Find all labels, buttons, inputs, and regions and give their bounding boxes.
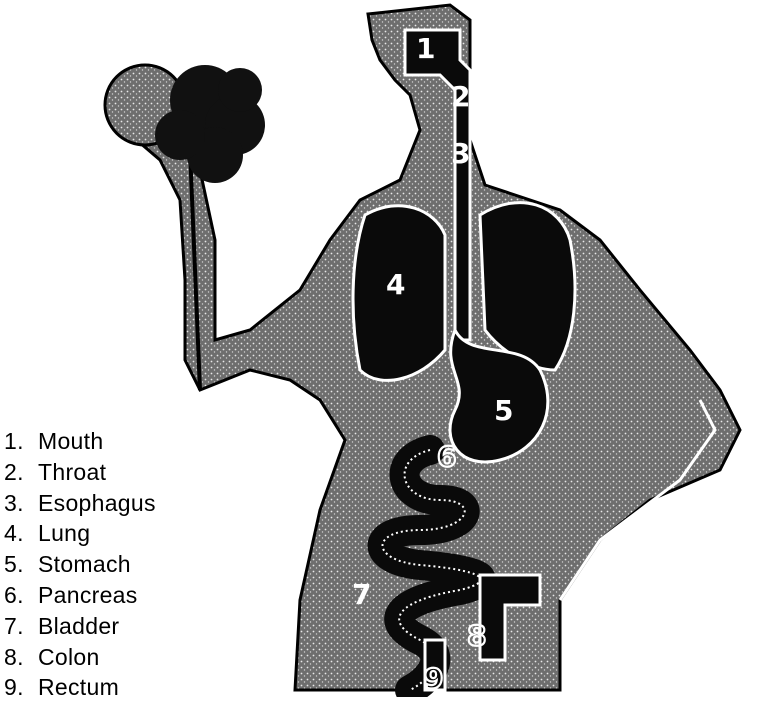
legend-item: 2.Throat xyxy=(4,457,156,488)
legend-item: 3.Esophagus xyxy=(4,488,156,519)
legend-number: 5. xyxy=(4,549,32,580)
legend-label: Throat xyxy=(38,459,106,485)
marker-4: 4 xyxy=(386,268,405,301)
legend-item: 7.Bladder xyxy=(4,611,156,642)
organ-legend: 1.Mouth 2.Throat 3.Esophagus 4.Lung 5.St… xyxy=(4,426,156,703)
marker-1: 1 xyxy=(416,32,435,65)
marker-8: 8 xyxy=(467,619,486,652)
legend-label: Mouth xyxy=(38,428,103,454)
legend-number: 1. xyxy=(4,426,32,457)
legend-label: Esophagus xyxy=(38,490,156,516)
legend-item: 5.Stomach xyxy=(4,549,156,580)
legend-number: 7. xyxy=(4,611,32,642)
legend-label: Lung xyxy=(38,520,90,546)
marker-2: 2 xyxy=(451,80,470,113)
marker-5: 5 xyxy=(494,394,513,427)
legend-label: Stomach xyxy=(38,551,131,577)
legend-number: 9. xyxy=(4,672,32,703)
legend-item: 4.Lung xyxy=(4,518,156,549)
legend-number: 3. xyxy=(4,488,32,519)
marker-3: 3 xyxy=(451,137,470,170)
legend-label: Bladder xyxy=(38,613,119,639)
marker-7: 7 xyxy=(352,578,371,611)
legend-number: 6. xyxy=(4,580,32,611)
legend-number: 4. xyxy=(4,518,32,549)
marker-6: 6 xyxy=(437,440,456,473)
legend-item: 9.Rectum xyxy=(4,672,156,703)
legend-number: 2. xyxy=(4,457,32,488)
legend-item: 1.Mouth xyxy=(4,426,156,457)
legend-item: 8.Colon xyxy=(4,642,156,673)
legend-label: Rectum xyxy=(38,674,119,700)
marker-9: 9 xyxy=(424,662,443,695)
legend-number: 8. xyxy=(4,642,32,673)
legend-label: Pancreas xyxy=(38,582,138,608)
legend-item: 6.Pancreas xyxy=(4,580,156,611)
legend-label: Colon xyxy=(38,644,100,670)
